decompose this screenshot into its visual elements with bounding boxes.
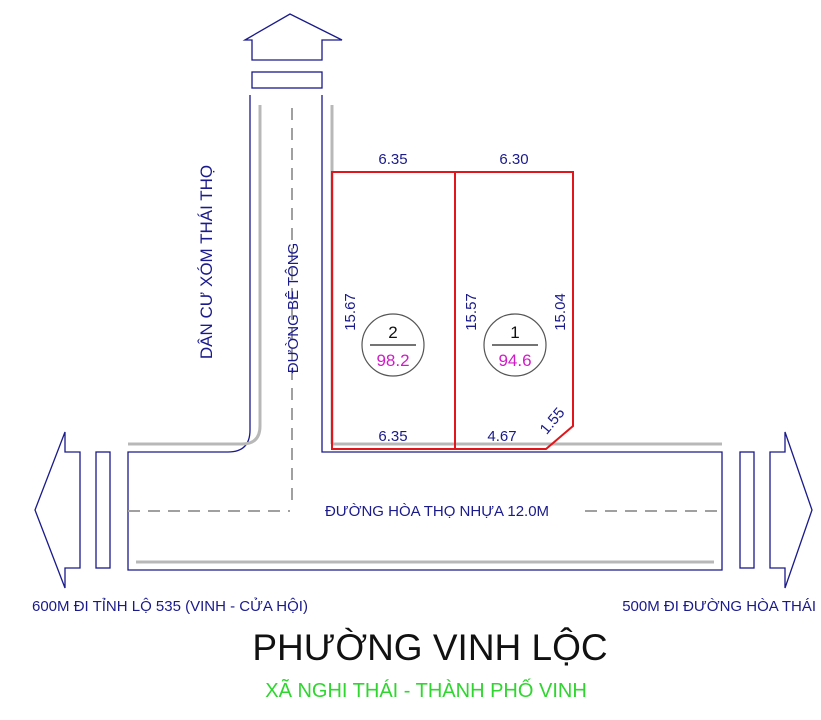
right-arrow-icon xyxy=(739,431,813,589)
lot-1-marker: 1 94.6 xyxy=(483,313,547,377)
page-subtitle: XÃ NGHI THÁI - THÀNH PHỐ VINH xyxy=(265,678,587,702)
lot-2-number: 2 xyxy=(388,323,397,342)
dim-lot1-top: 6.30 xyxy=(499,151,528,168)
concrete-road-label: ĐƯỜNG BÊ TÔNG xyxy=(285,243,302,373)
page-title: PHƯỜNG VINH LỘC xyxy=(252,627,607,668)
residential-area-label: DÂN CƯ XÓM THÁI THỌ xyxy=(197,165,216,359)
left-arrow-icon xyxy=(34,431,111,589)
dim-shared: 15.57 xyxy=(463,293,480,331)
right-direction-label: 500M ĐI ĐƯỜNG HÒA THÁI xyxy=(622,598,816,615)
lot-1-number: 1 xyxy=(510,323,519,342)
dim-lot2-left: 15.67 xyxy=(342,293,359,331)
lot-2-area: 98.2 xyxy=(376,351,409,370)
main-road-label: ĐƯỜNG HÒA THỌ NHỰA 12.0M xyxy=(325,503,549,520)
up-arrow-icon xyxy=(242,13,343,89)
dim-lot1-bottom: 4.67 xyxy=(487,428,516,445)
dim-lot2-top: 6.35 xyxy=(378,151,407,168)
left-direction-label: 600M ĐI TỈNH LỘ 535 (VINH - CỬA HỘI) xyxy=(32,597,308,615)
dim-lot1-right: 15.04 xyxy=(552,293,569,331)
dim-lot2-bottom: 6.35 xyxy=(378,428,407,445)
concrete-road xyxy=(127,95,723,571)
lot-1-area: 94.6 xyxy=(498,351,531,370)
lot-boundaries xyxy=(331,171,574,450)
lot-2-marker: 2 98.2 xyxy=(361,313,425,377)
